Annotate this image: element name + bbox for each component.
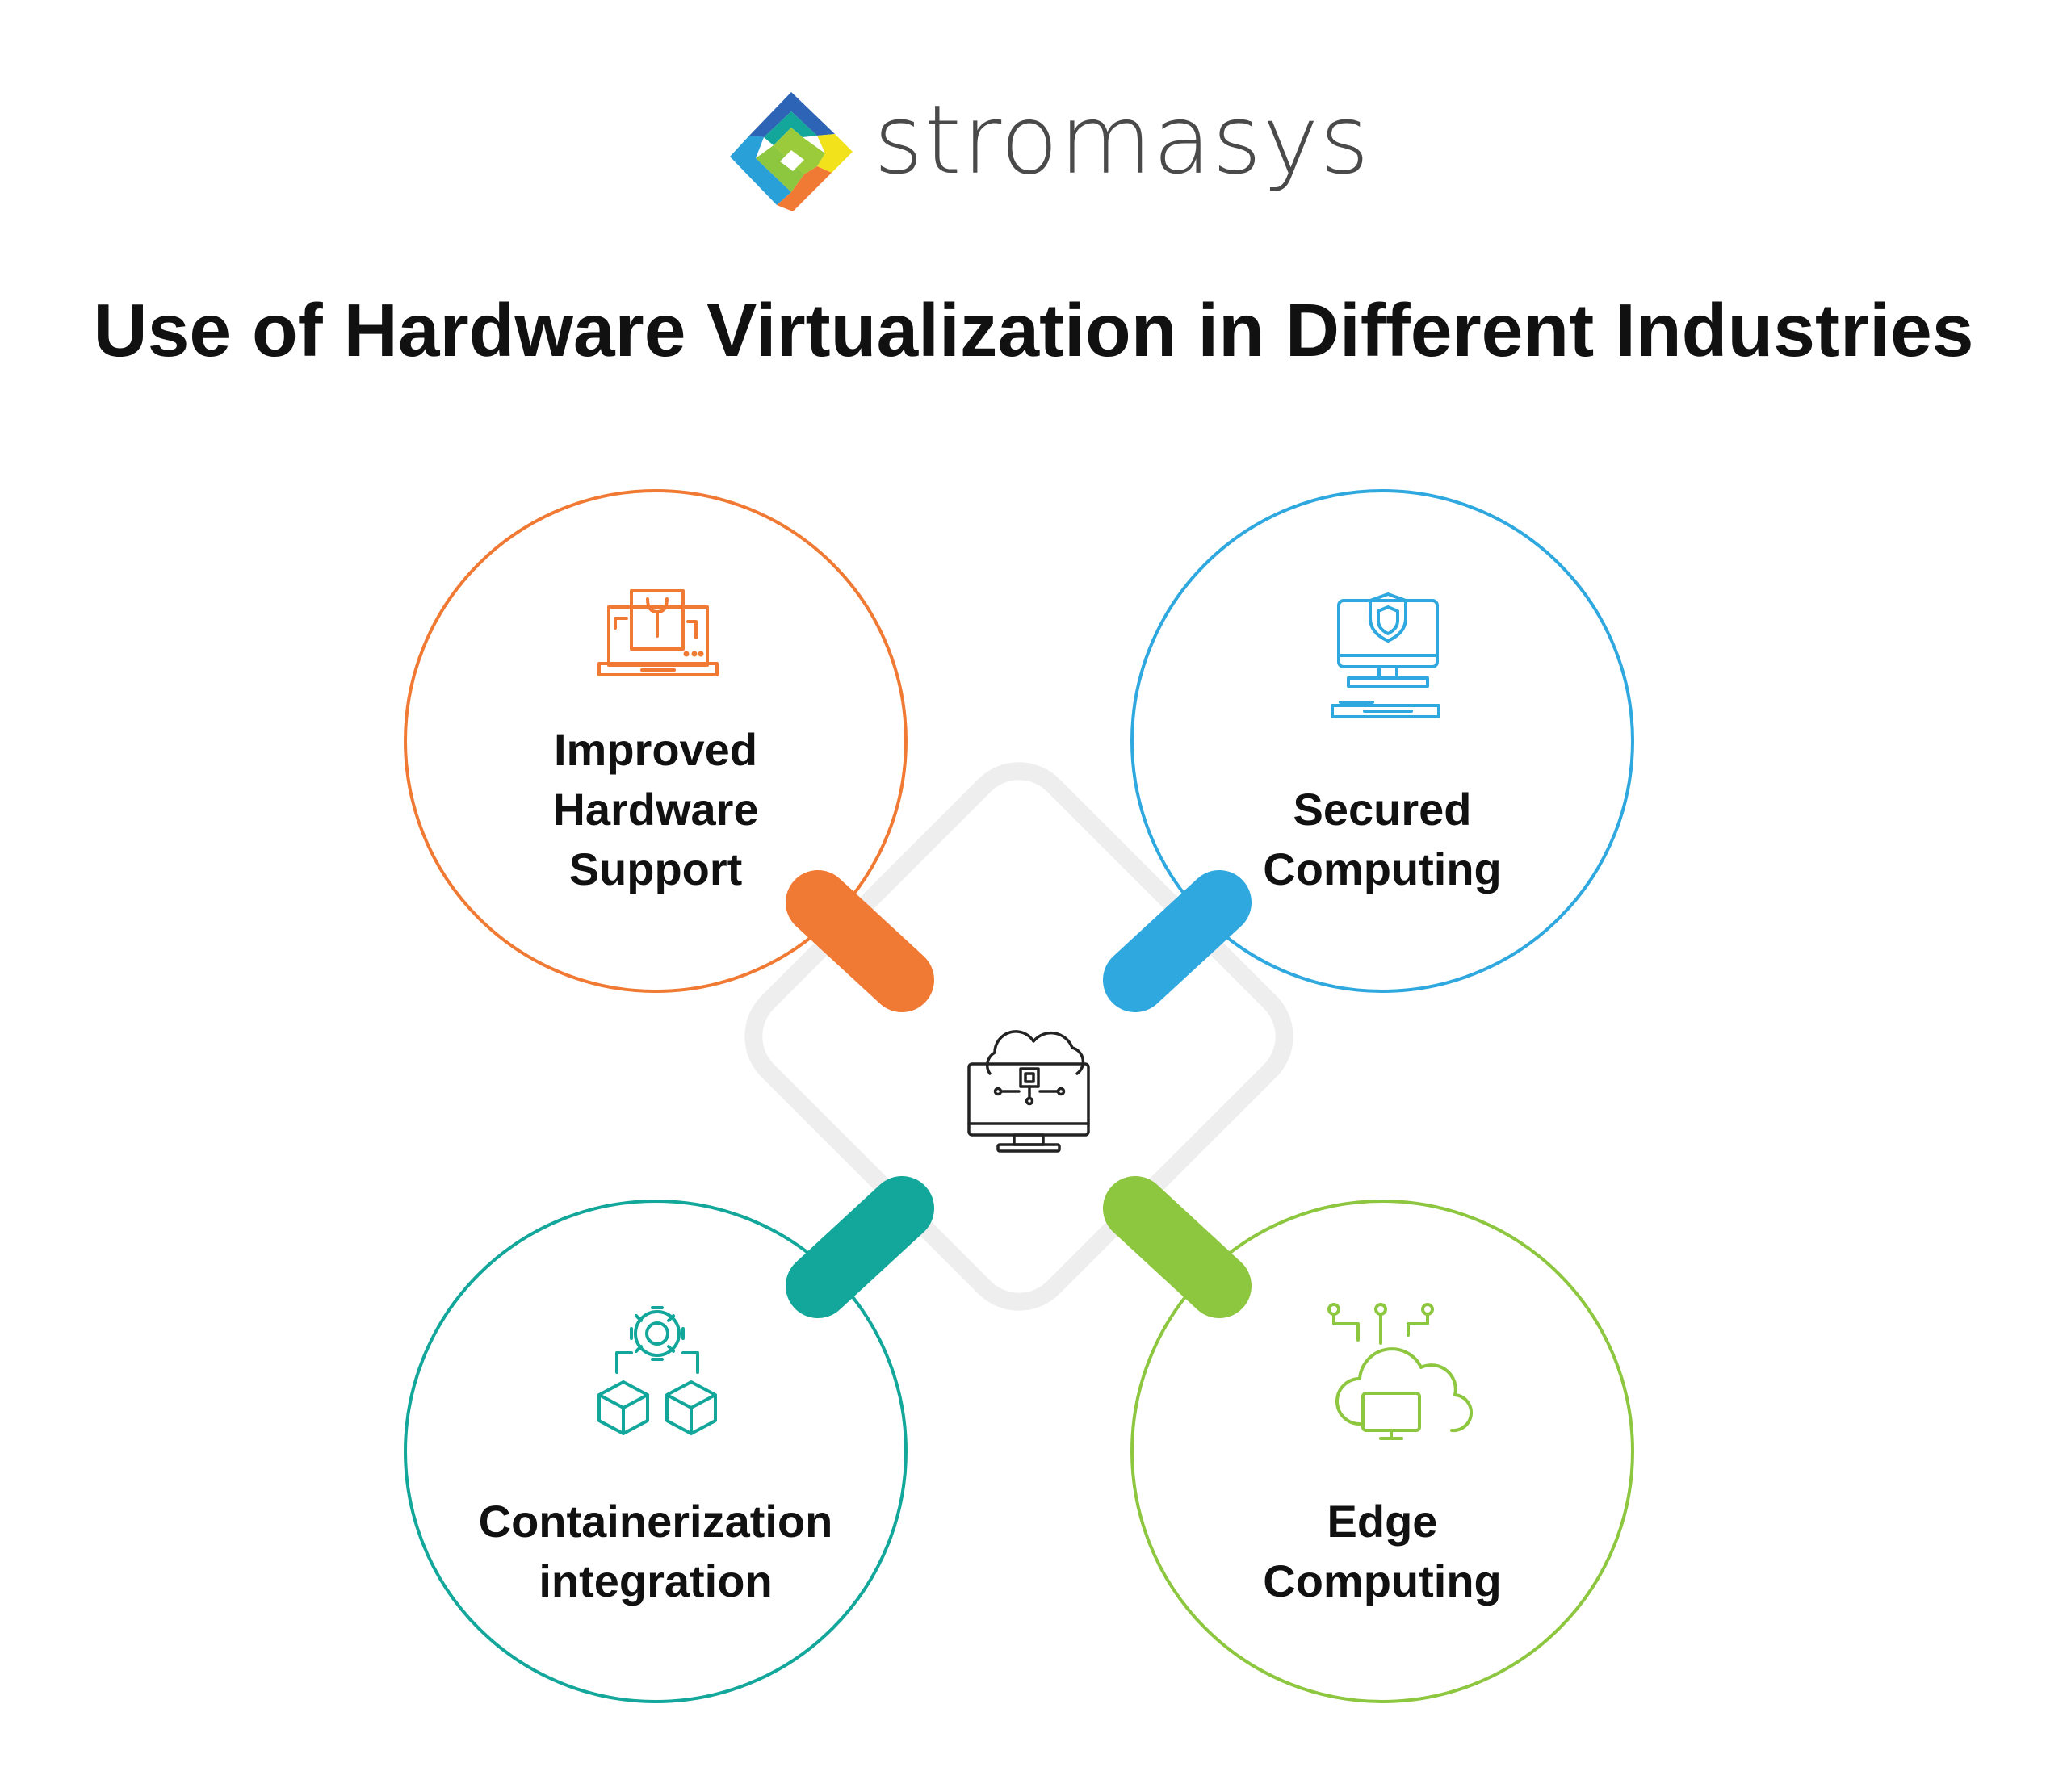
- laptop-wrench-icon: [597, 589, 719, 676]
- circle-improved-hardware: [404, 489, 908, 993]
- page-title: Use of Hardware Virtualization in Differ…: [93, 288, 1974, 372]
- gear-containers-icon: [597, 1306, 717, 1435]
- shield-computer-icon: [1331, 592, 1440, 718]
- logo: stromasys: [727, 89, 1369, 218]
- label-edge-computing: Edge Computing: [1140, 1492, 1625, 1611]
- circle-secured-computing: [1130, 489, 1634, 993]
- center-diamond: [744, 762, 1293, 1311]
- connector-blue: [1103, 870, 1252, 1012]
- label-line: integration: [539, 1555, 773, 1606]
- label-improved-hardware-support: Improved Hardware Support: [413, 720, 898, 899]
- circle-containerization: [404, 1200, 908, 1703]
- cloud-computer-chip-icon: [967, 1030, 1090, 1153]
- connector-teal: [786, 1176, 934, 1318]
- label-secured-computing: Secured Computing: [1140, 780, 1625, 899]
- brand-name: stromasys: [874, 84, 1370, 195]
- circle-edge-computing: [1130, 1200, 1634, 1703]
- label-line: Edge: [1327, 1496, 1438, 1547]
- label-line: Hardware: [552, 784, 759, 835]
- stromasys-logo-icon: [730, 92, 853, 211]
- cloud-edge-computer-icon: [1327, 1303, 1474, 1440]
- label-line: Computing: [1263, 1555, 1502, 1606]
- label-line: Secured: [1293, 784, 1472, 835]
- label-line: Computing: [1263, 844, 1502, 894]
- connector-green: [1103, 1176, 1252, 1318]
- label-containerization-integration: Containerization integration: [413, 1492, 898, 1611]
- label-line: Support: [568, 844, 743, 894]
- connector-orange: [786, 870, 934, 1012]
- label-line: Containerization: [478, 1496, 833, 1547]
- label-line: Improved: [553, 724, 758, 775]
